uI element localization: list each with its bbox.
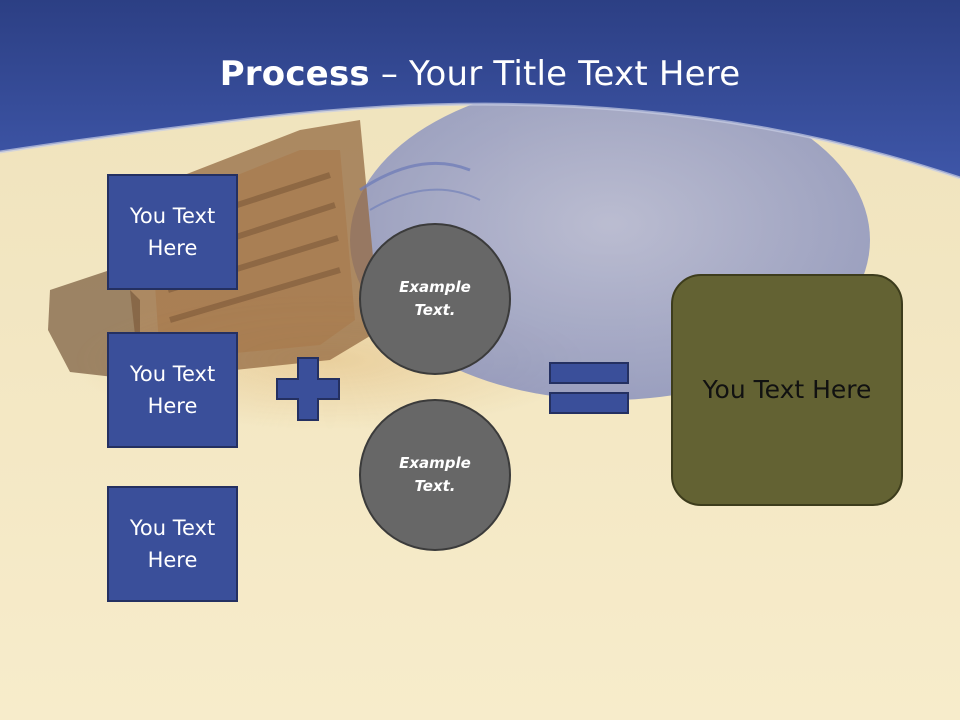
input-box-2-label: You Text Here bbox=[129, 362, 216, 418]
result-box-label: You Text Here bbox=[702, 375, 872, 404]
input-box-3-label: You Text Here bbox=[129, 516, 216, 572]
input-box-2: You Text Here bbox=[107, 332, 238, 448]
input-box-1: You Text Here bbox=[107, 174, 238, 290]
example-circle-2: Example Text. bbox=[359, 399, 511, 551]
input-box-1-label: You Text Here bbox=[129, 204, 216, 260]
input-box-3: You Text Here bbox=[107, 486, 238, 602]
example-circle-1-text: Example Text. bbox=[399, 278, 471, 319]
plus-sign-icon bbox=[276, 357, 340, 421]
title-bold: Process bbox=[219, 54, 370, 94]
title-rest: – Your Title Text Here bbox=[369, 54, 741, 94]
equals-sign-icon bbox=[549, 362, 629, 414]
example-circle-1: Example Text. bbox=[359, 223, 511, 375]
slide-title: Process – Your Title Text Here bbox=[0, 52, 960, 96]
result-box: You Text Here bbox=[671, 274, 903, 506]
example-circle-2-text: Example Text. bbox=[399, 454, 471, 495]
